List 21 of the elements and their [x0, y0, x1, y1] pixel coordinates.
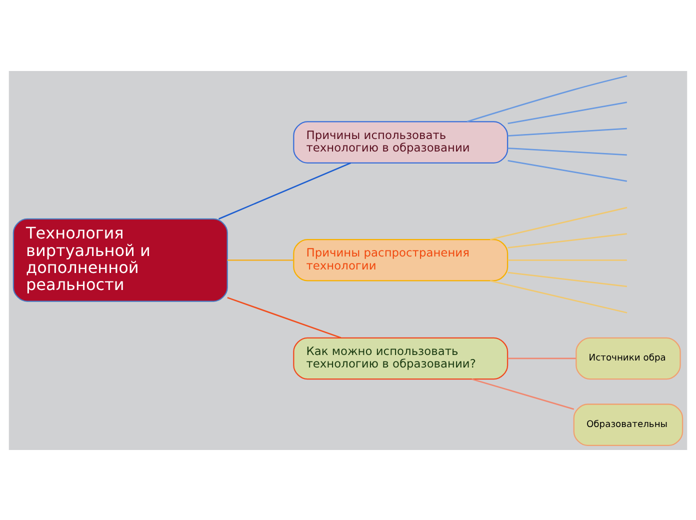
node-box: Как можно использовать технологию в образовании? [293, 336, 508, 380]
node-box: Источники обра [576, 336, 681, 380]
connector [472, 378, 574, 410]
connector [466, 74, 628, 122]
connector [508, 147, 627, 156]
connector [508, 101, 628, 124]
connector [490, 280, 628, 313]
connector [508, 258, 627, 260]
connector [490, 206, 628, 240]
connector [508, 357, 576, 359]
connector [218, 162, 351, 220]
connector [508, 232, 627, 248]
connector [508, 271, 627, 287]
node-box: Причины использовать технологию в образовании [293, 120, 508, 163]
node-box: Технология виртуальной и дополненной реальности [12, 218, 228, 302]
connector [508, 127, 627, 136]
connector [227, 296, 342, 338]
connector [227, 258, 294, 260]
node-box: Причины распространения технологии [293, 238, 508, 281]
connector [508, 159, 628, 182]
node-box: Образовательны [573, 403, 684, 446]
